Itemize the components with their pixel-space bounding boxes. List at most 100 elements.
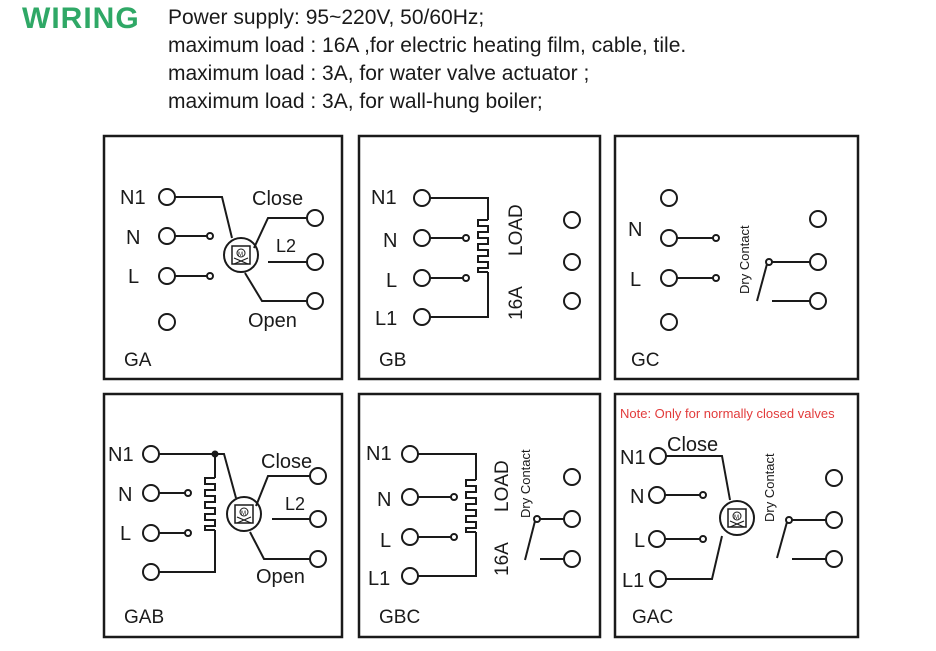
terminal-label-n1: N1	[120, 187, 146, 209]
terminal-label-n1: N1	[108, 444, 134, 466]
close-label: Close	[261, 451, 312, 473]
terminal-label-n: N	[118, 484, 132, 506]
terminal	[158, 267, 176, 285]
open-label: Open	[256, 566, 305, 588]
terminal	[158, 227, 176, 245]
terminal	[563, 292, 581, 310]
terminal-label-l: L	[120, 523, 131, 545]
terminal	[309, 550, 327, 568]
terminal	[309, 467, 327, 485]
terminal	[158, 188, 176, 206]
terminal	[413, 269, 431, 287]
panel-name: GAC	[632, 607, 673, 628]
terminal-label-n: N	[383, 230, 397, 252]
dry-contact-label: Dry Contact	[518, 449, 533, 518]
relay-switch-icon	[756, 263, 768, 302]
terminal	[413, 189, 431, 207]
current-label: 16A	[506, 286, 527, 320]
terminal	[413, 229, 431, 247]
load-label: LOAD	[506, 204, 527, 256]
terminal	[563, 253, 581, 271]
terminal	[809, 292, 827, 310]
valve-motor-icon	[223, 237, 259, 273]
terminal	[825, 469, 843, 487]
terminal	[648, 486, 666, 504]
motor-label: M	[238, 252, 243, 258]
load-label: LOAD	[492, 460, 513, 512]
terminal-label-n1: N1	[371, 187, 397, 209]
note-text: Note: Only for normally closed valves	[620, 406, 835, 421]
terminal	[401, 488, 419, 506]
terminal	[648, 530, 666, 548]
terminal	[660, 313, 678, 331]
panel-name: GC	[631, 350, 660, 371]
l2-label: L2	[285, 494, 305, 514]
spec-list: Power supply: 95~220V, 50/60Hz; maximum …	[168, 4, 686, 116]
terminal-label-l: L	[634, 530, 645, 552]
terminal-label-l1: L1	[375, 308, 397, 330]
heating-load-icon	[477, 219, 489, 273]
panel-name: GAB	[124, 607, 164, 628]
terminal	[401, 567, 419, 585]
spec-line: Power supply: 95~220V, 50/60Hz;	[168, 6, 485, 29]
terminal	[142, 563, 160, 581]
panel-gb: N1 N L L1 LOAD 16A GB	[357, 134, 602, 381]
terminal	[306, 209, 324, 227]
heating-load-icon	[204, 477, 216, 531]
terminal	[649, 447, 667, 465]
terminal	[309, 510, 327, 528]
panel-gab: N1 N L M Close L2 Open GAB	[102, 392, 344, 639]
terminal	[413, 308, 431, 326]
spec-line: maximum load : 16A ,for electric heating…	[168, 34, 687, 57]
valve-motor-icon	[719, 500, 755, 536]
open-label: Open	[248, 310, 297, 332]
terminal-label-n1: N1	[366, 443, 392, 465]
relay-switch-icon	[776, 521, 788, 559]
panel-ga: N1 N L M Close L2 Open GA	[102, 134, 344, 381]
motor-label: M	[734, 515, 739, 521]
spec-line: maximum load : 3A, for wall-hung boiler;	[168, 90, 543, 113]
panel-name: GBC	[379, 607, 420, 628]
panel-gac: Note: Only for normally closed valves N1…	[613, 392, 860, 639]
terminal-label-n: N	[377, 489, 391, 511]
terminal	[563, 211, 581, 229]
terminal	[563, 510, 581, 528]
l2-label: L2	[276, 236, 296, 256]
heating-load-icon	[465, 479, 477, 533]
terminal	[401, 528, 419, 546]
terminal	[306, 292, 324, 310]
terminal-label-l: L	[630, 269, 641, 291]
panel-name: GA	[124, 350, 152, 371]
terminal	[563, 550, 581, 568]
terminal	[660, 229, 678, 247]
terminal-label-n: N	[126, 227, 140, 249]
spec-line: maximum load : 3A, for water valve actua…	[168, 62, 590, 85]
panel-name: GB	[379, 350, 406, 371]
terminal	[142, 484, 160, 502]
terminal-label-l: L	[386, 270, 397, 292]
terminal-label-l: L	[128, 266, 139, 288]
terminal	[825, 550, 843, 568]
terminal	[401, 445, 419, 463]
panel-gbc: N1 N L L1 LOAD 16A Dry Contact GBC	[357, 392, 602, 639]
terminal-label-n: N	[630, 486, 644, 508]
terminal-label-n: N	[628, 219, 642, 241]
terminal	[142, 524, 160, 542]
panel-gc: N L Dry Contact GC	[613, 134, 860, 381]
valve-motor-icon	[226, 496, 262, 532]
current-label: 16A	[492, 542, 513, 576]
close-label: Close	[252, 188, 303, 210]
terminal	[306, 253, 324, 271]
terminal-label-l: L	[380, 530, 391, 552]
terminal	[563, 468, 581, 486]
terminal-label-l1: L1	[368, 568, 390, 590]
terminal	[660, 269, 678, 287]
terminal	[158, 313, 176, 331]
terminal	[660, 189, 678, 207]
motor-label: M	[241, 511, 246, 517]
dry-contact-label: Dry Contact	[737, 225, 752, 294]
terminal	[809, 253, 827, 271]
terminal	[825, 511, 843, 529]
relay-switch-icon	[524, 520, 536, 561]
